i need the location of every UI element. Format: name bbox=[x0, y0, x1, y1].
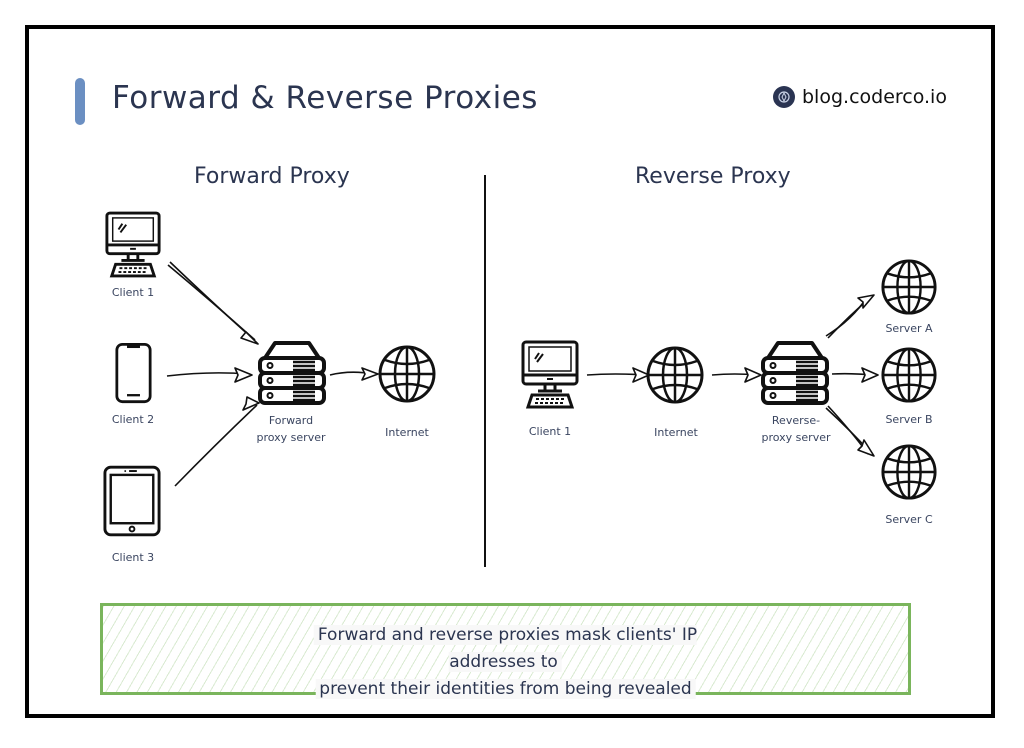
internet-label: Internet bbox=[385, 426, 429, 439]
reverse-proxy-label-line2: proxy server bbox=[761, 431, 831, 444]
reverse-proxy-server-icon bbox=[760, 340, 830, 406]
arrow-client2-to-forward-proxy bbox=[166, 372, 249, 377]
client-1-label: Client 1 bbox=[111, 286, 155, 299]
server-a-globe-icon bbox=[880, 258, 938, 316]
desktop-computer-icon bbox=[104, 210, 162, 278]
page-title: Forward & Reverse Proxies bbox=[112, 80, 538, 116]
diagram-frame bbox=[25, 25, 995, 718]
forward-proxy-server-icon bbox=[256, 340, 328, 406]
brand-url: blog.coderco.io bbox=[802, 86, 947, 108]
reverse-proxy-title: Reverse Proxy bbox=[635, 164, 791, 189]
forward-proxy-title: Forward Proxy bbox=[194, 164, 350, 189]
brand: blog.coderco.io bbox=[773, 86, 947, 108]
server-b-globe-icon bbox=[880, 346, 938, 404]
summary-note-text: Forward and reverse proxies mask clients… bbox=[304, 622, 707, 703]
coderco-logo-icon bbox=[773, 86, 795, 108]
reverse-internet-label: Internet bbox=[654, 426, 698, 439]
summary-note-box: Forward and reverse proxies mask clients… bbox=[100, 603, 911, 699]
forward-proxy-label: Forward proxy server bbox=[257, 412, 326, 446]
server-c-label: Server C bbox=[885, 513, 933, 526]
forward-proxy-label-line1: Forward bbox=[268, 414, 314, 427]
reverse-client-1-label: Client 1 bbox=[528, 425, 572, 438]
reverse-proxy-label: Reverse- proxy server bbox=[762, 412, 831, 446]
note-line-1: Forward and reverse proxies mask clients… bbox=[313, 625, 698, 672]
smartphone-icon bbox=[115, 342, 152, 404]
reverse-proxy-label-line1: Reverse- bbox=[771, 414, 821, 427]
note-line-2: prevent their identities from being reve… bbox=[315, 679, 696, 699]
server-a-label: Server A bbox=[885, 322, 933, 335]
forward-proxy-label-line2: proxy server bbox=[256, 431, 326, 444]
internet-globe-icon bbox=[377, 344, 437, 404]
client-2-label: Client 2 bbox=[111, 413, 155, 426]
section-divider bbox=[484, 175, 486, 567]
server-b-label: Server B bbox=[885, 413, 933, 426]
server-c-globe-icon bbox=[880, 443, 938, 501]
client-3-label: Client 3 bbox=[111, 551, 155, 564]
title-accent-bar bbox=[75, 78, 85, 125]
internet-globe-icon bbox=[645, 345, 705, 405]
desktop-computer-icon bbox=[520, 339, 580, 409]
arrow-client3-to-forward-proxy bbox=[174, 404, 258, 487]
tablet-icon bbox=[103, 465, 161, 537]
